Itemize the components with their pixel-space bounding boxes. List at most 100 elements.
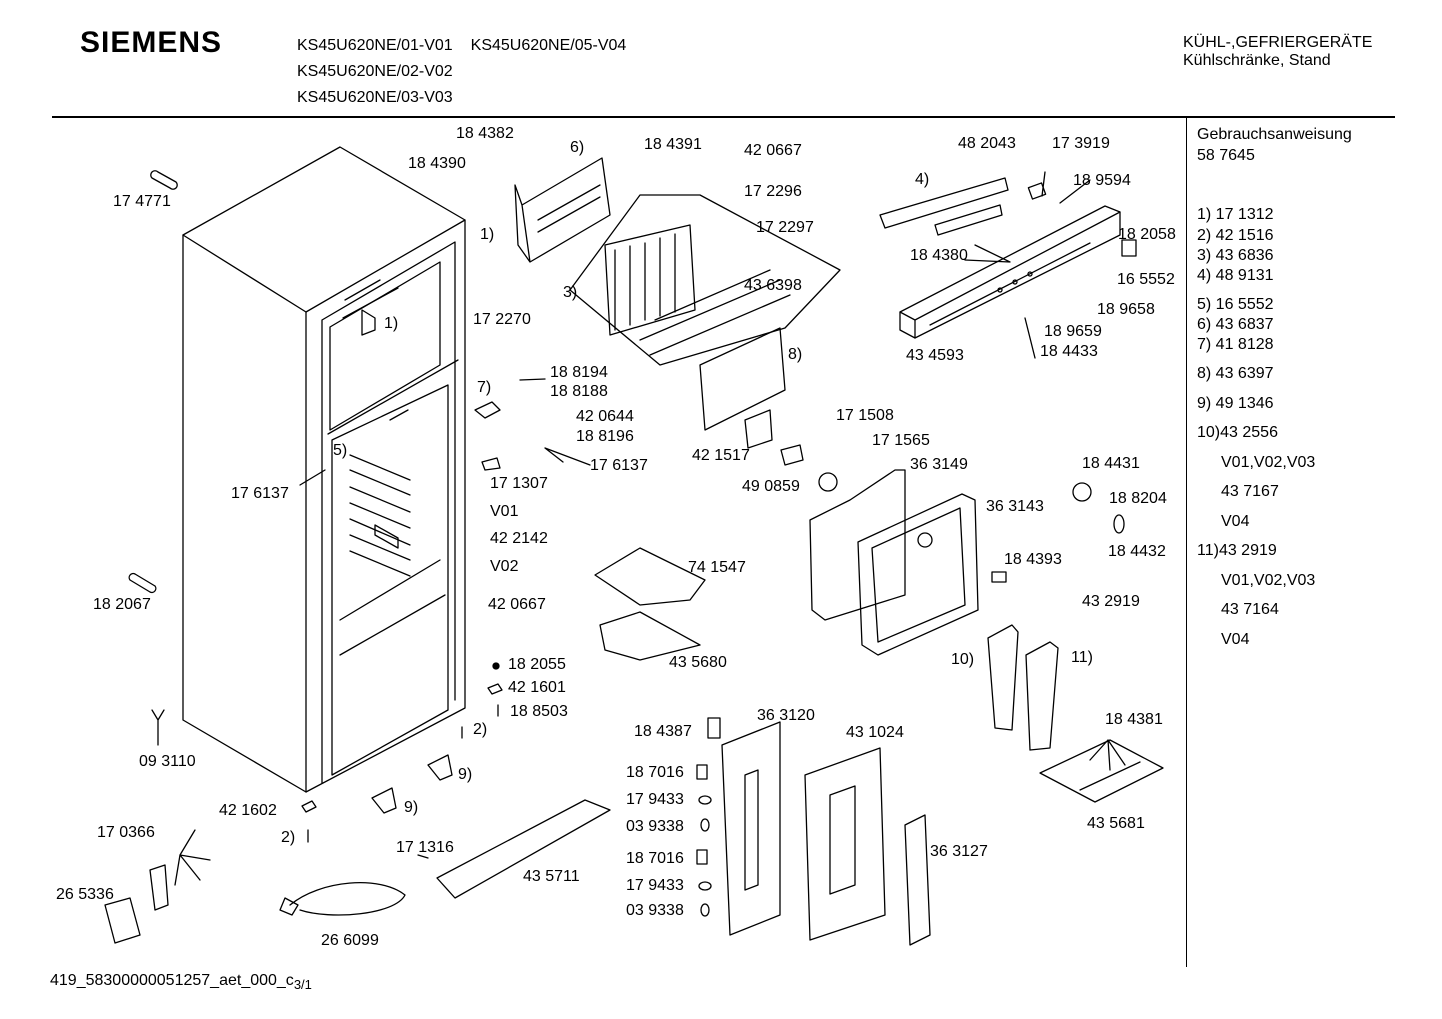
- part-label: 42 1602: [219, 802, 277, 819]
- door-rail-part: [804, 747, 886, 941]
- part-label: 43 1024: [846, 724, 904, 741]
- part-label: 26 6099: [321, 932, 379, 949]
- model-number: KS45U620NE/03-V03: [297, 89, 453, 106]
- callout-label: 4): [915, 171, 930, 188]
- legend-entry: 1) 17 1312: [1197, 206, 1274, 223]
- header-divider: [52, 116, 1395, 118]
- part-label: 17 0366: [97, 824, 155, 841]
- part-label: 18 4433: [1040, 343, 1098, 360]
- part-label: 74 1547: [688, 559, 746, 576]
- legend-entry: 10)43 2556: [1197, 424, 1278, 441]
- part-label: 18 4393: [1004, 551, 1062, 568]
- legend-divider: [1186, 117, 1187, 967]
- legend-entry: V01,V02,V03: [1221, 454, 1316, 471]
- legend-entry: V04: [1221, 631, 1250, 648]
- base-plate-part: [1039, 739, 1164, 803]
- part-label: 42 2142: [490, 530, 548, 547]
- callout-label: 1): [384, 315, 399, 332]
- part-label: 43 5681: [1087, 815, 1145, 832]
- sheet-number: 3/1: [293, 977, 312, 993]
- part-label: 36 3143: [986, 498, 1044, 515]
- legend-entry: 4) 48 9131: [1197, 267, 1274, 284]
- part-label: 17 1307: [490, 475, 548, 492]
- document-code-text: 419_58300000051257_aet_000_c: [50, 972, 294, 989]
- callout-label: 11): [1071, 649, 1093, 666]
- part-label: 17 1316: [396, 839, 454, 856]
- legend-entry: 2) 42 1516: [1197, 227, 1274, 244]
- legend-entry: 3) 43 6836: [1197, 247, 1274, 264]
- bottle-shelf-part: [436, 799, 611, 899]
- part-label: 42 1601: [508, 679, 566, 696]
- part-label: 18 4431: [1082, 455, 1140, 472]
- part-label: 03 9338: [626, 902, 684, 919]
- ring-part: [1072, 482, 1092, 502]
- cover-10-part: [987, 624, 1019, 731]
- frame-part: [514, 157, 611, 263]
- bracket-part: [594, 547, 706, 606]
- part-label: 17 6137: [231, 485, 289, 502]
- legend-entry: 8) 43 6397: [1197, 365, 1274, 382]
- callout-label: 1): [480, 226, 495, 243]
- part-label: 42 0644: [576, 408, 634, 425]
- part-label: 17 2297: [756, 219, 814, 236]
- part-label: 49 0859: [742, 478, 800, 495]
- callout-label: 2): [281, 829, 296, 846]
- handle-top-part: [150, 170, 178, 190]
- part-label: 36 3127: [930, 843, 988, 860]
- control-bar-part: [899, 205, 1121, 339]
- part-label: 18 2067: [93, 596, 151, 613]
- part-label: 26 5336: [56, 886, 114, 903]
- part-label: 18 8194: [550, 364, 608, 381]
- callout-label: 9): [458, 766, 473, 783]
- part-label: 17 2270: [473, 311, 531, 328]
- part-label: 18 7016: [626, 850, 684, 867]
- part-label: 36 3120: [757, 707, 815, 724]
- part-label: 17 9433: [626, 877, 684, 894]
- legend-entry: 43 7167: [1221, 483, 1279, 500]
- model-list: KS45U620NE/01-V01 KS45U620NE/05-V04 KS45U…: [297, 33, 644, 111]
- motor-part: [104, 897, 141, 944]
- hinge-part: [427, 754, 453, 781]
- part-label: 43 4593: [906, 347, 964, 364]
- legend-entry: V01,V02,V03: [1221, 572, 1316, 589]
- category-title: KÜHL-,GEFRIERGERÄTE: [1183, 34, 1373, 51]
- part-label: 09 3110: [139, 753, 196, 770]
- part-label: 42 0667: [744, 142, 802, 159]
- part-label: 18 4391: [644, 136, 702, 153]
- model-number: KS45U620NE/05-V04: [470, 37, 627, 54]
- part-label: 18 8188: [550, 383, 608, 400]
- part-label: 16 5552: [1117, 271, 1175, 288]
- manual-label: Gebrauchsanweisung: [1197, 126, 1352, 143]
- part-label: 18 4390: [408, 155, 466, 172]
- part-label: 36 3149: [910, 456, 968, 473]
- part-label: 48 2043: [958, 135, 1016, 152]
- model-number: KS45U620NE/01-V01: [297, 37, 453, 54]
- frame-part: [857, 493, 979, 656]
- brand-logo: SIEMENS: [80, 26, 223, 59]
- clip-part: [707, 717, 721, 739]
- hinge-part: [371, 787, 397, 814]
- part-label: 43 5680: [669, 654, 727, 671]
- part-label: 18 8204: [1109, 490, 1167, 507]
- callout-label: 5): [333, 442, 348, 459]
- control-module-part: [879, 177, 1009, 229]
- power-cord-part: [289, 882, 406, 916]
- evaporator-outline: [569, 194, 841, 366]
- part-label: 18 4387: [634, 723, 692, 740]
- part-label: 18 7016: [626, 764, 684, 781]
- part-label: 18 4382: [456, 125, 514, 142]
- callout-label: 6): [570, 139, 585, 156]
- part-label: 42 0667: [488, 596, 546, 613]
- callout-label: 8): [788, 346, 803, 363]
- part-label: 18 9658: [1097, 301, 1155, 318]
- part-label: 18 2055: [508, 656, 566, 673]
- document-code: 419_58300000051257_aet_000_c3/1: [50, 972, 312, 992]
- part-label: 18 9594: [1073, 172, 1131, 189]
- part-label: 18 9659: [1044, 323, 1102, 340]
- callout-label: 3): [563, 284, 578, 301]
- bracket-part: [599, 611, 701, 661]
- part-label: 18 4380: [910, 247, 968, 264]
- handle-bottom-part: [128, 572, 157, 594]
- part-label: 18 4432: [1108, 543, 1166, 560]
- legend-entry: 11)43 2919: [1197, 542, 1277, 559]
